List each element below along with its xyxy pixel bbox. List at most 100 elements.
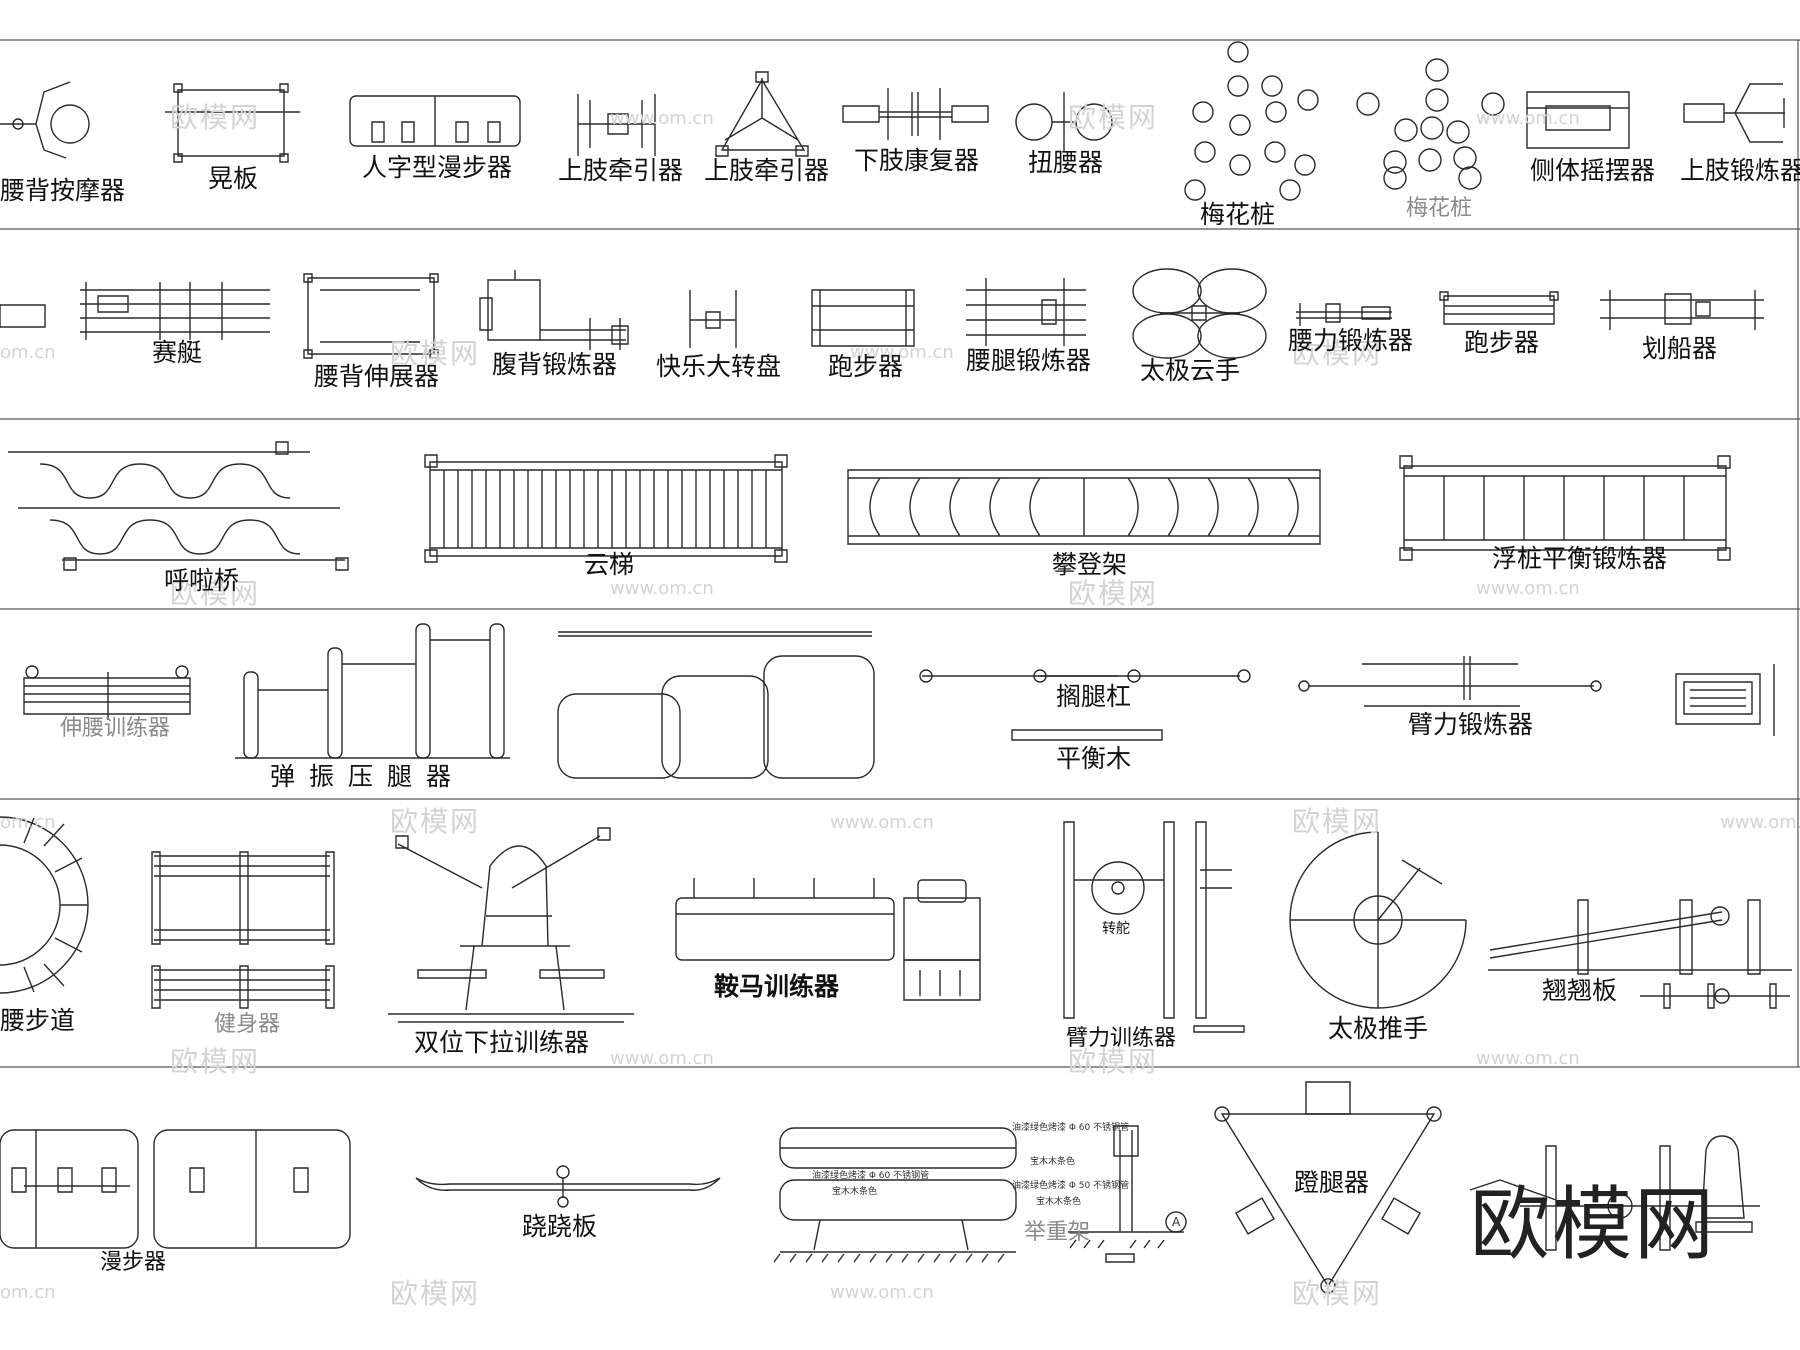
taichi-push-hands-drawing [1290, 832, 1466, 1008]
watermark: 欧模网 [170, 1045, 261, 1078]
plum-pile-flower-drawing [1357, 59, 1504, 189]
watermark: 欧模网 [390, 337, 481, 370]
floating-pile-balance-drawing [1400, 456, 1730, 560]
fitness-bench-drawing [152, 852, 334, 1008]
watermark: om.cn [0, 1282, 56, 1303]
watermark: 欧模网 [170, 577, 261, 610]
rowing-machine-drawing [0, 282, 270, 340]
waist-back-massager-drawing [0, 82, 89, 158]
label-waist-back-stretcher: 腰背伸展器 [314, 362, 440, 391]
watermark: www.om.cn [610, 108, 714, 129]
plum-pile-drawing [1185, 42, 1318, 200]
watermark: www.om.cn [850, 342, 954, 363]
watermark: www.om.cn [1476, 578, 1580, 599]
label-upper-limb-puller-1: 上肢牵引器 [558, 156, 684, 185]
upper-limb-puller-2-drawing [716, 72, 808, 156]
label-lower-limb-rehab: 下肢康复器 [854, 146, 980, 175]
label-teeter-board: 跷跷板 [522, 1212, 598, 1241]
watermark: 欧模网 [1292, 1277, 1383, 1310]
watermark: www.om.cn [1476, 108, 1580, 129]
label-balance-beam: 平衡木 [1056, 744, 1132, 773]
label-rowing-machine: 赛艇 [152, 338, 203, 367]
label-waist-leg-trainer: 腰腿锻炼器 [966, 346, 1092, 375]
label-climbing-frame: 攀登架 [1052, 550, 1128, 579]
dual-pulldown-trainer-drawing [388, 828, 634, 1022]
leg-press-drawing [1215, 1082, 1441, 1293]
watermark: 欧模网 [1292, 805, 1383, 838]
pommel-horse-drawing [676, 878, 980, 1000]
annotation-1: 油漆绿色烤漆 Φ 60 不锈钢管 [1012, 1121, 1129, 1133]
label-weight-rack: 举重架 [1024, 1220, 1091, 1245]
climbing-frame-drawing [848, 470, 1320, 544]
watermark: 欧模网 [1068, 577, 1159, 610]
waist-leg-trainer-drawing [966, 278, 1086, 346]
teeter-board-drawing [416, 1166, 720, 1207]
treadmill-2-drawing [1440, 292, 1558, 324]
annotation-6: 宝木木条色 [1036, 1195, 1081, 1207]
weight-rack-drawing [774, 1126, 1186, 1262]
label-dual-pulldown-trainer: 双位下拉训练器 [414, 1028, 590, 1057]
label-arm-strength-trainer: 臂力锻炼器 [1408, 710, 1534, 739]
label-upper-limb-puller-2: 上肢牵引器 [704, 156, 830, 185]
label-leg-rest-bar: 搁腿杠 [1056, 682, 1132, 711]
waist-walkway-drawing [0, 817, 88, 993]
label-upper-limb-exerciser: 上肢锻炼器 [1680, 156, 1800, 185]
annotation-5: 油漆绿色烤漆 Φ 50 不锈钢管 [1012, 1179, 1129, 1191]
annotation-2: 宝木木条色 [1030, 1155, 1075, 1167]
watermark: 欧模网 [390, 1277, 481, 1310]
watermark: 欧模网 [1068, 1045, 1159, 1078]
watermark: www.om.cn [610, 578, 714, 599]
watermark: 欧模网 [170, 101, 261, 134]
arm-trainer-helm-drawing [1064, 822, 1244, 1032]
watermark: om.cn [0, 812, 56, 833]
label-happy-turntable: 快乐大转盘 [656, 352, 782, 381]
herringbone-stepper-drawing [350, 96, 520, 146]
label-waist-back-massager: 腰背按摩器 [0, 176, 126, 205]
side-swing-drawing [1527, 92, 1629, 148]
watermark: www.om.cn [830, 1282, 934, 1303]
upper-limb-puller-1-drawing [578, 94, 655, 156]
label-seesaw: 翘翘板 [1542, 976, 1618, 1005]
watermark: www.om.cn [1476, 1048, 1580, 1069]
brand-logo: 欧模网 [1470, 1178, 1716, 1271]
combo-trainer-drawing [1470, 1136, 1760, 1250]
label-leg-press: 蹬腿器 [1294, 1168, 1370, 1197]
waist-stretch-trainer-drawing [24, 666, 190, 720]
label-helm: 转舵 [1102, 921, 1130, 937]
seesaw-drawing [1488, 900, 1792, 1008]
label-rowing-trainer: 划船器 [1642, 334, 1718, 363]
watermark: 欧模网 [1068, 101, 1159, 134]
label-taichi-push-hands: 太极推手 [1328, 1014, 1429, 1043]
label-waist-walkway: 腰步道 [0, 1006, 76, 1035]
watermark: 欧模网 [390, 805, 481, 838]
waist-strength-trainer-drawing [1296, 303, 1392, 326]
label-hula-bridge: 呼啦桥 [164, 566, 240, 595]
taichi-cloud-hand-drawing [1133, 269, 1266, 358]
label-cloud-ladder: 云梯 [584, 550, 635, 579]
label-treadmill-1: 跑步器 [828, 352, 904, 381]
happy-turntable-drawing [690, 290, 736, 348]
parallel-bars-drawing [558, 632, 874, 778]
watermark: 欧模网 [1292, 337, 1383, 370]
label-plum-pile: 梅花桩 [1200, 200, 1276, 229]
abdomen-back-trainer-drawing [480, 270, 628, 350]
label-taichi-cloud-hand: 太极云手 [1140, 356, 1241, 385]
label-abdomen-back-trainer: 腹背锻炼器 [492, 350, 618, 379]
label-sway-board: 晃板 [208, 164, 259, 193]
label-elastic-leg-press: 弹振压腿器 [270, 762, 466, 791]
stepper-drawing [0, 1130, 350, 1248]
row-dividers [0, 40, 1800, 1067]
elastic-leg-press-drawing [235, 624, 510, 758]
rowing-trainer-drawing [1600, 290, 1764, 330]
label-floating-pile-balance: 浮桩平衡锻炼器 [1492, 544, 1668, 573]
label-plum-pile-alt: 梅花桩 [1406, 196, 1473, 221]
label-waist-stretch-trainer: 伸腰训练器 [60, 716, 171, 741]
balance-beam-drawing [1012, 730, 1162, 740]
waist-twister-drawing [1016, 92, 1112, 152]
watermark: www.om.cn [830, 812, 934, 833]
watermark: www.om.cn [610, 1048, 714, 1069]
annotation-4: 宝木木条色 [832, 1185, 877, 1197]
label-arm-trainer: 臂力训练器 [1066, 1026, 1177, 1051]
cloud-ladder-drawing [425, 455, 787, 562]
